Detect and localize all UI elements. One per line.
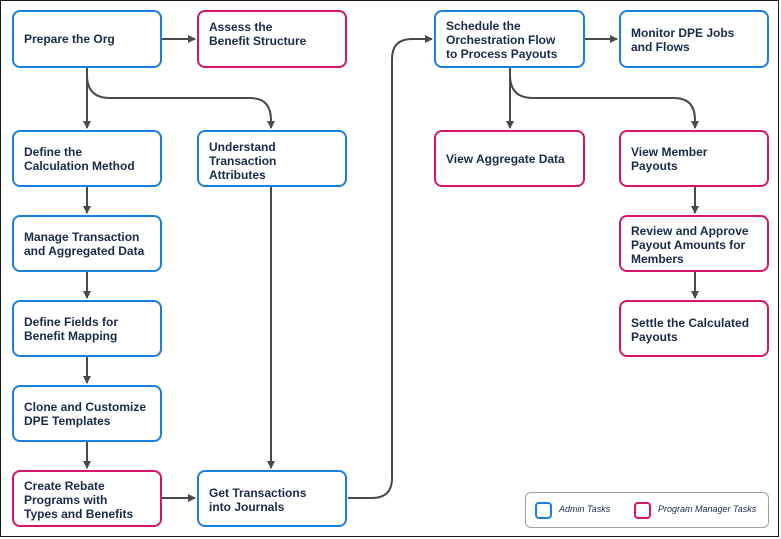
node-understand-transaction-attributes: Understand Transaction Attributes xyxy=(197,130,347,187)
node-define-calculation-method: Define the Calculation Method xyxy=(12,130,162,187)
node-define-fields-benefit-mapping: Define Fields for Benefit Mapping xyxy=(12,300,162,357)
node-prepare-the-org: Prepare the Org xyxy=(12,10,162,68)
legend-admin-swatch xyxy=(535,502,552,519)
node-clone-customize-dpe-templates: Clone and Customize DPE Templates xyxy=(12,385,162,442)
node-assess-benefit-structure: Assess the Benefit Structure xyxy=(197,10,347,68)
legend-admin-label: Admin Tasks xyxy=(559,504,611,514)
arrow-schedule-to-view-member xyxy=(509,74,699,129)
arrow-get-to-schedule xyxy=(348,35,433,499)
legend-program-manager-swatch xyxy=(634,502,651,519)
arrow-prepare-to-understand xyxy=(86,74,275,129)
node-monitor-dpe-jobs: Monitor DPE Jobs and Flows xyxy=(619,10,769,68)
node-view-aggregate-data: View Aggregate Data xyxy=(434,130,585,187)
node-settle-calculated-payouts: Settle the Calculated Payouts xyxy=(619,300,769,357)
legend: Admin Tasks Program Manager Tasks xyxy=(525,492,769,528)
node-create-rebate-programs: Create Rebate Programs with Types and Be… xyxy=(12,470,162,527)
node-review-approve-payouts: Review and Approve Payout Amounts for Me… xyxy=(619,215,769,272)
node-manage-transaction-data: Manage Transaction and Aggregated Data xyxy=(12,215,162,272)
node-get-transactions-into-journals: Get Transactions into Journals xyxy=(197,470,347,527)
node-schedule-orchestration-flow: Schedule the Orchestration Flow to Proce… xyxy=(434,10,585,68)
node-view-member-payouts: View Member Payouts xyxy=(619,130,769,187)
legend-program-manager-label: Program Manager Tasks xyxy=(658,504,757,514)
